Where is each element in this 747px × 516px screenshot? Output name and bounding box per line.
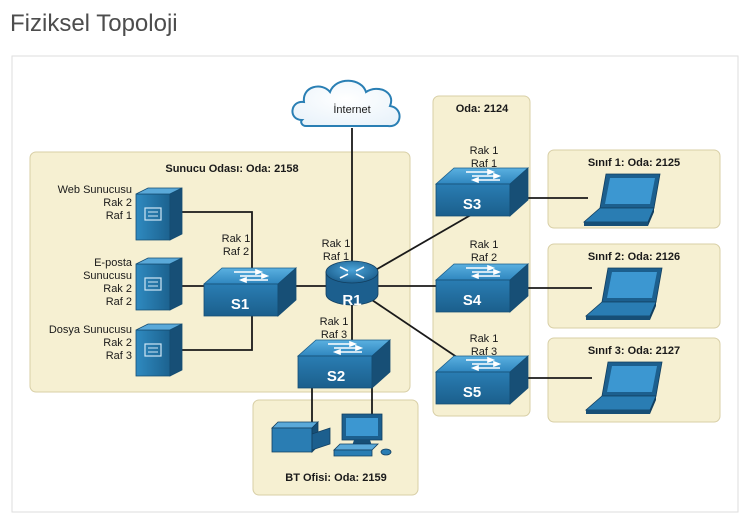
switch-s1-loc: Raf 2 (223, 246, 249, 258)
class1-label: Sınıf 1: Oda: 2125 (588, 157, 680, 169)
svg-text:Web Sunucusu: Web Sunucusu (58, 184, 132, 196)
switch-s2-name: S2 (327, 368, 345, 385)
class3-label: Sınıf 3: Oda: 2127 (588, 345, 680, 357)
svg-text:Rak 2: Rak 2 (103, 283, 132, 295)
room-2124-label: Oda: 2124 (456, 103, 509, 115)
switch-s5-loc: Raf 3 (471, 346, 497, 358)
switch-s3-name: S3 (463, 196, 481, 213)
svg-text:E-posta: E-posta (94, 257, 133, 269)
switch-s3-loc: Rak 1 (470, 145, 499, 157)
it-office-label: BT Ofisi: Oda: 2159 (285, 472, 386, 484)
switch-s3-loc: Raf 1 (471, 158, 497, 170)
file-server-icon (135, 323, 183, 377)
switch-s4-icon (435, 263, 529, 313)
link-r1-s3 (371, 211, 477, 273)
switch-s4-name: S4 (463, 292, 482, 309)
file-server-label: Dosya Sunucusu Rak 2 Raf 3 (49, 324, 132, 362)
router-r1-loc: Rak 1 (322, 238, 351, 250)
switch-s1-icon (203, 267, 297, 317)
router-r1: R1 (325, 260, 379, 309)
svg-text:Raf 1: Raf 1 (106, 210, 132, 222)
class2-label: Sınıf 2: Oda: 2126 (588, 251, 680, 263)
switch-s1-name: S1 (231, 296, 249, 313)
link-file-s1 (182, 300, 253, 351)
switch-s2-loc: Rak 1 (320, 316, 349, 328)
web-server-icon (135, 187, 183, 241)
switch-s1-loc: Rak 1 (222, 233, 251, 245)
server-room-label: Sunucu Odası: Oda: 2158 (165, 163, 298, 175)
printer-icon (271, 421, 331, 453)
web-server-label: Web Sunucusu Rak 2 Raf 1 (58, 184, 132, 222)
internet-cloud: İnternet (291, 79, 401, 128)
router-r1-loc: Raf 1 (323, 251, 349, 263)
switch-s5-name: S5 (463, 384, 481, 401)
router-arrows-icon (339, 266, 365, 279)
svg-text:Rak 2: Rak 2 (103, 337, 132, 349)
router-r1-name: R1 (342, 292, 361, 309)
svg-text:Raf 3: Raf 3 (106, 350, 132, 362)
network-links (182, 128, 592, 424)
svg-text:Sunucusu: Sunucusu (83, 270, 132, 282)
switch-s3-icon (435, 167, 529, 217)
svg-text:Dosya Sunucusu: Dosya Sunucusu (49, 324, 132, 336)
desktop-pc-icon (333, 413, 392, 457)
switch-s2-loc: Raf 3 (321, 329, 347, 341)
switch-s5-icon (435, 355, 529, 405)
svg-text:Rak 2: Rak 2 (103, 197, 132, 209)
switch-s4-loc: Raf 2 (471, 252, 497, 264)
page-title: Fiziksel Topoloji (10, 10, 178, 37)
link-web-s1 (182, 211, 253, 280)
email-server-icon (135, 257, 183, 311)
internet-label: İnternet (333, 103, 370, 116)
switch-s4-loc: Rak 1 (470, 239, 499, 251)
email-server-label: E-posta Sunucusu Rak 2 Raf 2 (83, 257, 133, 308)
svg-text:Raf 2: Raf 2 (106, 296, 132, 308)
switch-s5-loc: Rak 1 (470, 333, 499, 345)
